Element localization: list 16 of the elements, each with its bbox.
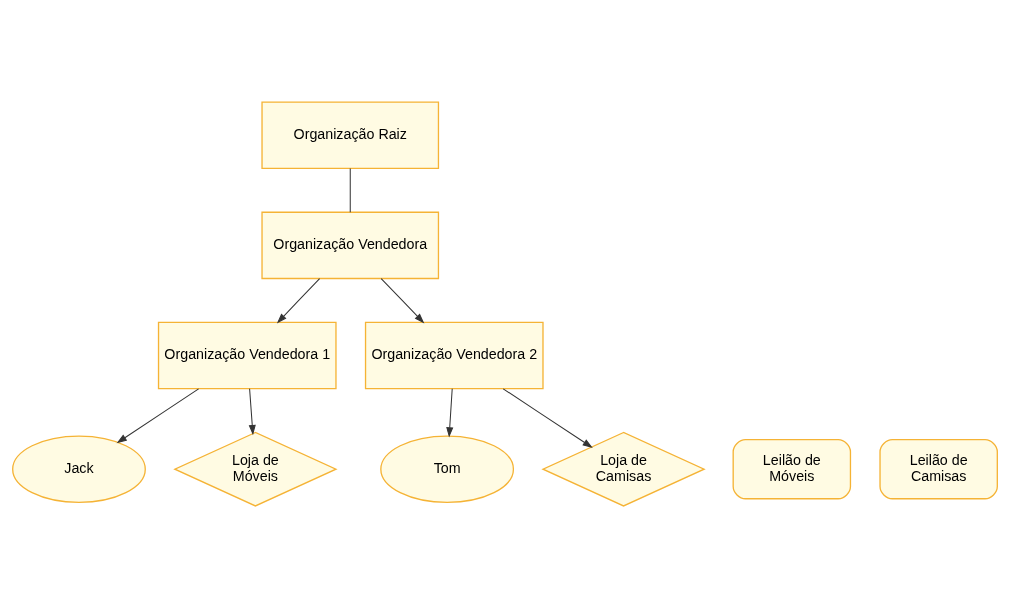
arrow — [380, 277, 425, 323]
node-box: Organização Raiz — [261, 100, 440, 169]
node-ellipse: Tom — [380, 434, 515, 503]
arrow — [116, 387, 200, 443]
connector — [349, 167, 351, 213]
node-box: Leilão de Móveis — [732, 438, 852, 499]
arrow — [276, 277, 321, 323]
node-diamond: Loja de Camisas — [541, 431, 706, 507]
arrow — [248, 387, 256, 435]
node-box: Organização Vendedora 1 — [157, 321, 337, 389]
node-diamond: Loja de Móveis — [173, 431, 338, 507]
node-box: Organização Vendedora 2 — [364, 321, 544, 389]
node-box: Organização Vendedora — [261, 211, 440, 279]
arrow — [446, 387, 454, 437]
arrow — [502, 387, 593, 448]
node-box: Leilão de Camisas — [879, 438, 998, 499]
